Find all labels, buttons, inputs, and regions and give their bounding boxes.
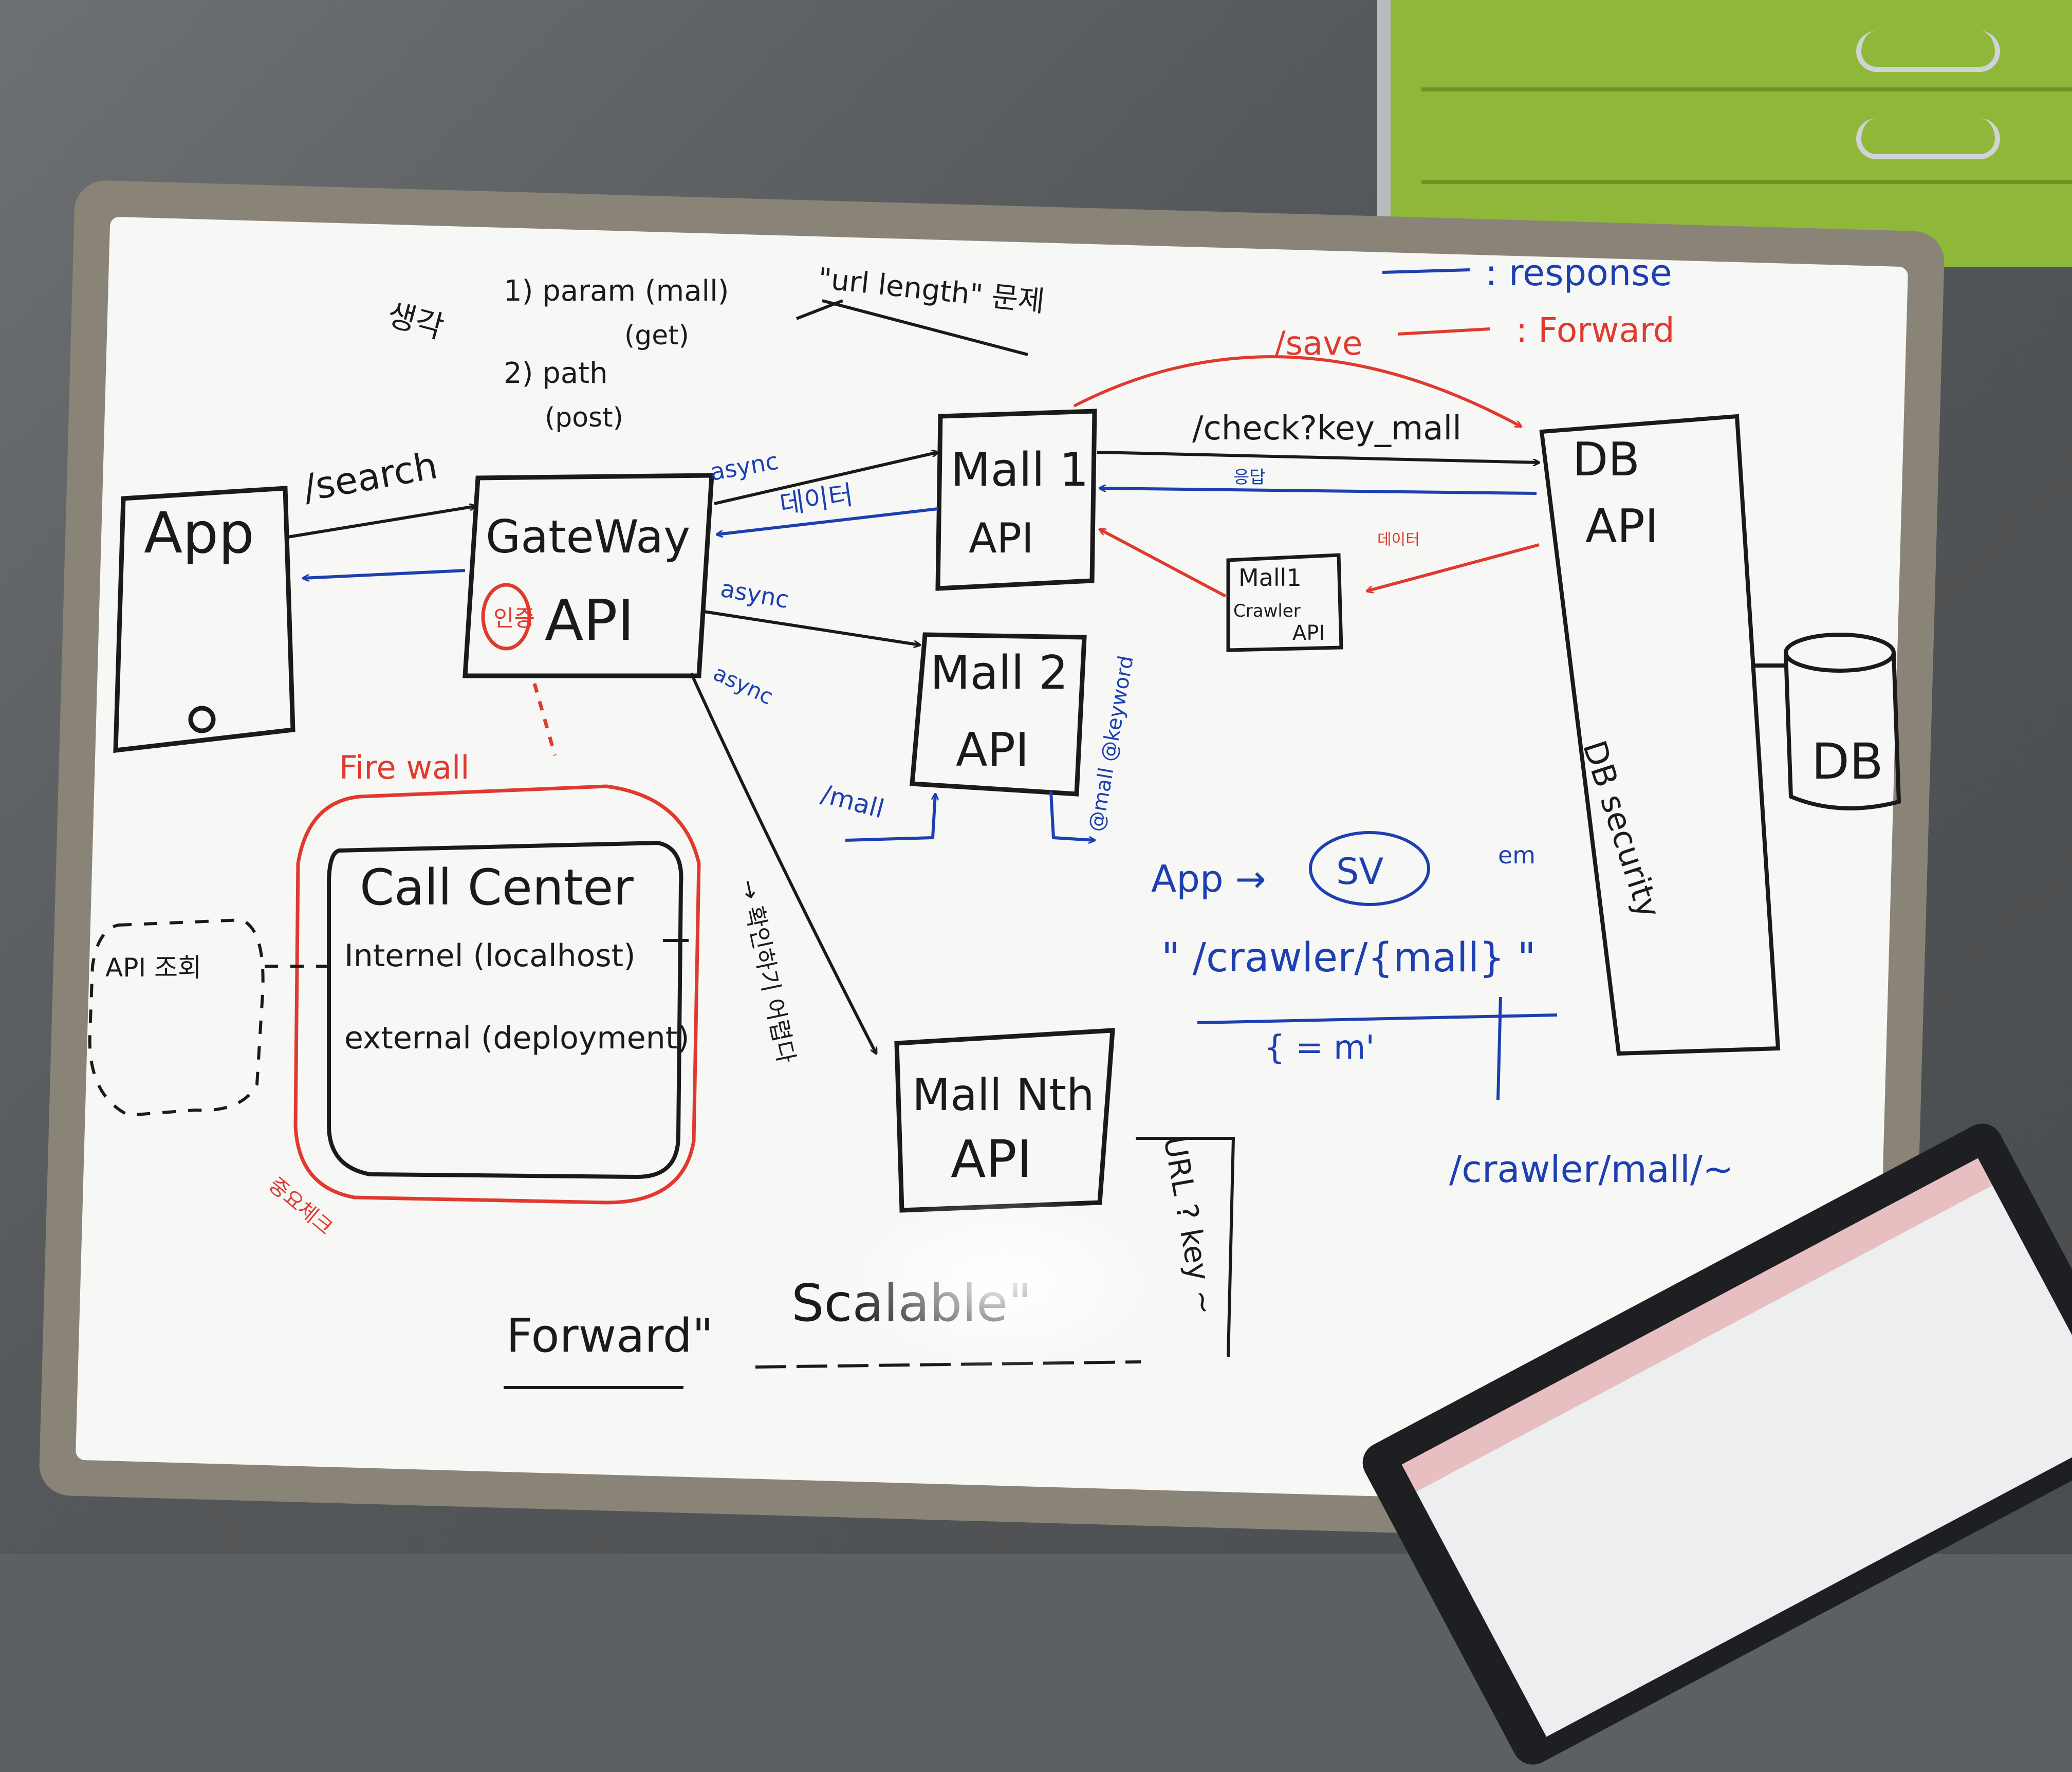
url-key-line xyxy=(1136,1137,1235,1357)
callcenter-label: Call Center xyxy=(360,859,634,916)
sv-circle xyxy=(1309,831,1430,906)
gateway-to-mall1-arrow xyxy=(714,452,938,505)
url-length-line xyxy=(822,299,1028,356)
mall1-box xyxy=(935,409,1097,591)
crawler-label-3: API xyxy=(1292,621,1325,645)
gateway-badge-label: 인증 xyxy=(493,605,535,632)
gateway-box xyxy=(462,473,714,678)
crawler-path-note: /crawler/mall/~ xyxy=(1449,1148,1733,1191)
crawler-route-note: " /crawler/{mall} " xyxy=(1161,935,1536,981)
db-cylinder xyxy=(1755,633,1901,810)
malln-api-label: API xyxy=(951,1129,1032,1189)
whiteboard-diagram: App GateWay API 인증 Mall 1 API Mall 2 API… xyxy=(88,252,1901,1389)
light-glare xyxy=(848,1197,1156,1367)
mall1-to-gateway-arrow xyxy=(717,507,938,534)
crawler-label-2: Crawler xyxy=(1233,601,1301,621)
mall2-label: Mall 2 xyxy=(930,646,1068,700)
forward-note: Forward" xyxy=(506,1309,713,1363)
db-label: DB xyxy=(1811,733,1883,790)
em-note: em xyxy=(1498,841,1535,869)
sv-note: SV xyxy=(1336,851,1383,893)
mall2-in-arrow xyxy=(845,794,935,842)
param-note: 1) param (mall) xyxy=(504,274,729,308)
response-data-label: 응답 xyxy=(1233,467,1266,488)
mall-keyword-label: @mall @keyword xyxy=(1084,654,1139,833)
crawler-box xyxy=(1226,553,1343,652)
legend-forward: : Forward xyxy=(1516,310,1675,350)
firewall-outline xyxy=(293,784,701,1205)
app-box xyxy=(113,486,295,753)
db-api-label-2: API xyxy=(1585,500,1658,553)
api-dashed-box xyxy=(88,918,329,1117)
gateway-to-app-arrow xyxy=(303,569,466,578)
db-to-crawler-arrow xyxy=(1367,543,1540,591)
get-note: (get) xyxy=(624,320,689,351)
post-note: (post) xyxy=(545,402,623,433)
legend-response-line xyxy=(1382,268,1470,274)
check-label: /check?key_mall xyxy=(1192,410,1461,448)
api-box-label: API 조회 xyxy=(105,953,201,983)
gateway-auth-badge xyxy=(481,583,557,756)
url-length-note: "url length" 문제 xyxy=(817,262,1046,319)
db-api-box xyxy=(1539,414,1781,1056)
korean-side-label: → 확인하기 어렵다 xyxy=(734,877,801,1065)
mall2-box xyxy=(910,632,1087,797)
legend-response: : response xyxy=(1485,252,1672,294)
crawl-data-label: 데이터 xyxy=(1377,531,1420,549)
callcenter-internal-label: Internel (localhost) xyxy=(344,938,636,974)
mall1-save-arrow xyxy=(1073,355,1521,428)
async-label-3: async xyxy=(710,660,777,710)
callcenter-external-label: external (deployment) xyxy=(344,1020,690,1056)
legend-forward-line xyxy=(1397,327,1491,336)
gateway-to-mall2-arrow xyxy=(704,610,920,645)
db-api-label-1: DB xyxy=(1572,433,1640,487)
mall1-api-label: API xyxy=(969,514,1034,562)
firewall-label: Fire wall xyxy=(339,749,470,786)
save-label: /save xyxy=(1274,325,1362,363)
db-to-mall1-arrow xyxy=(1100,488,1537,495)
gateway-to-malln-arrow xyxy=(690,672,878,1054)
path-note: 2) path xyxy=(504,357,608,390)
gateway-api-label: API xyxy=(545,587,634,653)
malln-label: Mall Nth xyxy=(912,1069,1095,1121)
async-label-1: async xyxy=(708,447,781,486)
crawler-to-mall1-arrow xyxy=(1100,528,1227,598)
mall1-to-db-arrow xyxy=(1097,451,1539,463)
app-to-gateway-arrow xyxy=(287,506,475,539)
async-label-2: async xyxy=(718,575,791,614)
thought-note: 생각 xyxy=(383,297,448,346)
mall-path-label: /mall xyxy=(818,779,887,824)
app-label: App xyxy=(144,500,254,566)
eq-note: { = m' xyxy=(1264,1029,1375,1067)
url-key-label: URL ? key ~ xyxy=(1157,1134,1223,1318)
mall2-api-label: API xyxy=(956,723,1029,777)
search-label: /search xyxy=(300,444,440,509)
callcenter-box xyxy=(327,840,683,1179)
mall1-label: Mall 1 xyxy=(951,443,1089,497)
gateway-label: GateWay xyxy=(486,510,690,563)
crawler-route-underline xyxy=(1197,1013,1558,1024)
app-arrow-note: App → xyxy=(1151,857,1266,900)
red-note-label: 중요체크 xyxy=(264,1173,337,1240)
crawler-label-1: Mall1 xyxy=(1238,564,1302,592)
mall2-out-arrow xyxy=(1049,791,1095,840)
